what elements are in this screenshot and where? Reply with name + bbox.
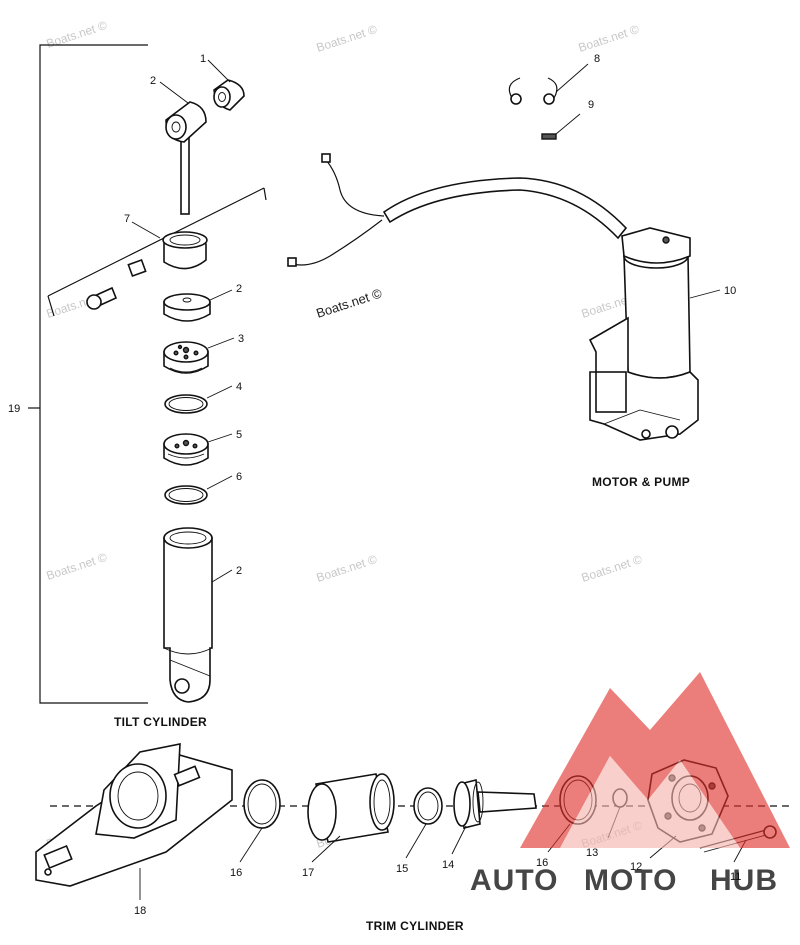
section-title-trim-cylinder: TRIM CYLINDER bbox=[366, 919, 464, 933]
logo-text-auto: AUTO bbox=[470, 864, 558, 897]
watermark: Boats.net © bbox=[45, 18, 109, 51]
part-4-o-ring: 4 bbox=[164, 381, 242, 414]
callout-7: 7 bbox=[124, 213, 130, 225]
callout-5: 5 bbox=[236, 429, 242, 441]
callout-14: 14 bbox=[442, 859, 454, 871]
watermark: Boats.net © bbox=[580, 552, 644, 585]
callout-2: 2 bbox=[236, 565, 242, 577]
callout-12: 12 bbox=[630, 861, 642, 873]
part-2-rod-eye: 2 bbox=[150, 75, 207, 215]
part-17-sleeve: 17 bbox=[302, 773, 395, 879]
callout-8: 8 bbox=[594, 53, 600, 65]
callout-10: 10 bbox=[724, 285, 736, 297]
callout-4: 4 bbox=[236, 381, 242, 393]
part-16-o-ring: 16 bbox=[230, 779, 281, 879]
logo-inner-triangle-icon bbox=[560, 756, 740, 848]
watermark: Boats.net © bbox=[314, 285, 384, 320]
watermark: Boats.net © bbox=[315, 552, 379, 585]
callout-19: 19 bbox=[8, 403, 20, 415]
section-title-tilt-cylinder: TILT CYLINDER bbox=[114, 715, 207, 729]
watermark: Boats.net © bbox=[577, 22, 641, 55]
logo-triangle-icon bbox=[520, 672, 790, 848]
callout-13: 13 bbox=[586, 847, 598, 859]
callout-3: 3 bbox=[238, 333, 244, 345]
callout-11: 11 bbox=[730, 871, 741, 883]
part-8-clips: 8 bbox=[508, 53, 600, 105]
callout-2: 2 bbox=[150, 75, 156, 87]
part-2-cylinder-body: 2 bbox=[163, 527, 242, 703]
callout-2: 2 bbox=[236, 283, 242, 295]
callout-17: 17 bbox=[302, 867, 314, 879]
logo-text-moto: MOTO bbox=[584, 864, 677, 897]
callout-16: 16 bbox=[536, 857, 548, 869]
callout-18: 18 bbox=[134, 905, 146, 917]
callout-1: 1 bbox=[200, 53, 206, 65]
part-10-motor-pump: 10 bbox=[287, 153, 736, 441]
part-5-valve: 5 bbox=[163, 429, 242, 466]
part-2-cap: 2 bbox=[163, 283, 242, 322]
callout-9: 9 bbox=[588, 99, 594, 111]
part-15-o-ring: 15 bbox=[396, 787, 443, 875]
automotohub-logo: AUTO MOTO HUB bbox=[470, 672, 790, 897]
callout-15: 15 bbox=[396, 863, 408, 875]
part-14-piston-rod: 14 bbox=[442, 778, 537, 871]
part-18-housing: 18 bbox=[35, 743, 233, 917]
logo-text-hub: HUB bbox=[710, 864, 778, 897]
callout-6: 6 bbox=[236, 471, 242, 483]
watermark: Boats.net © bbox=[45, 550, 109, 583]
part-1-bushing: 1 bbox=[200, 53, 245, 111]
part-3-piston: 3 bbox=[163, 333, 244, 374]
part-9-screw: 9 bbox=[541, 99, 594, 140]
assembly-bracket-19: 19 bbox=[8, 44, 148, 704]
watermark: Boats.net © bbox=[315, 22, 379, 55]
part-6-o-ring: 6 bbox=[164, 471, 242, 505]
section-title-motor-pump: MOTOR & PUMP bbox=[592, 475, 690, 489]
callout-16: 16 bbox=[230, 867, 242, 879]
part-7-clamp: 7 bbox=[47, 187, 267, 317]
